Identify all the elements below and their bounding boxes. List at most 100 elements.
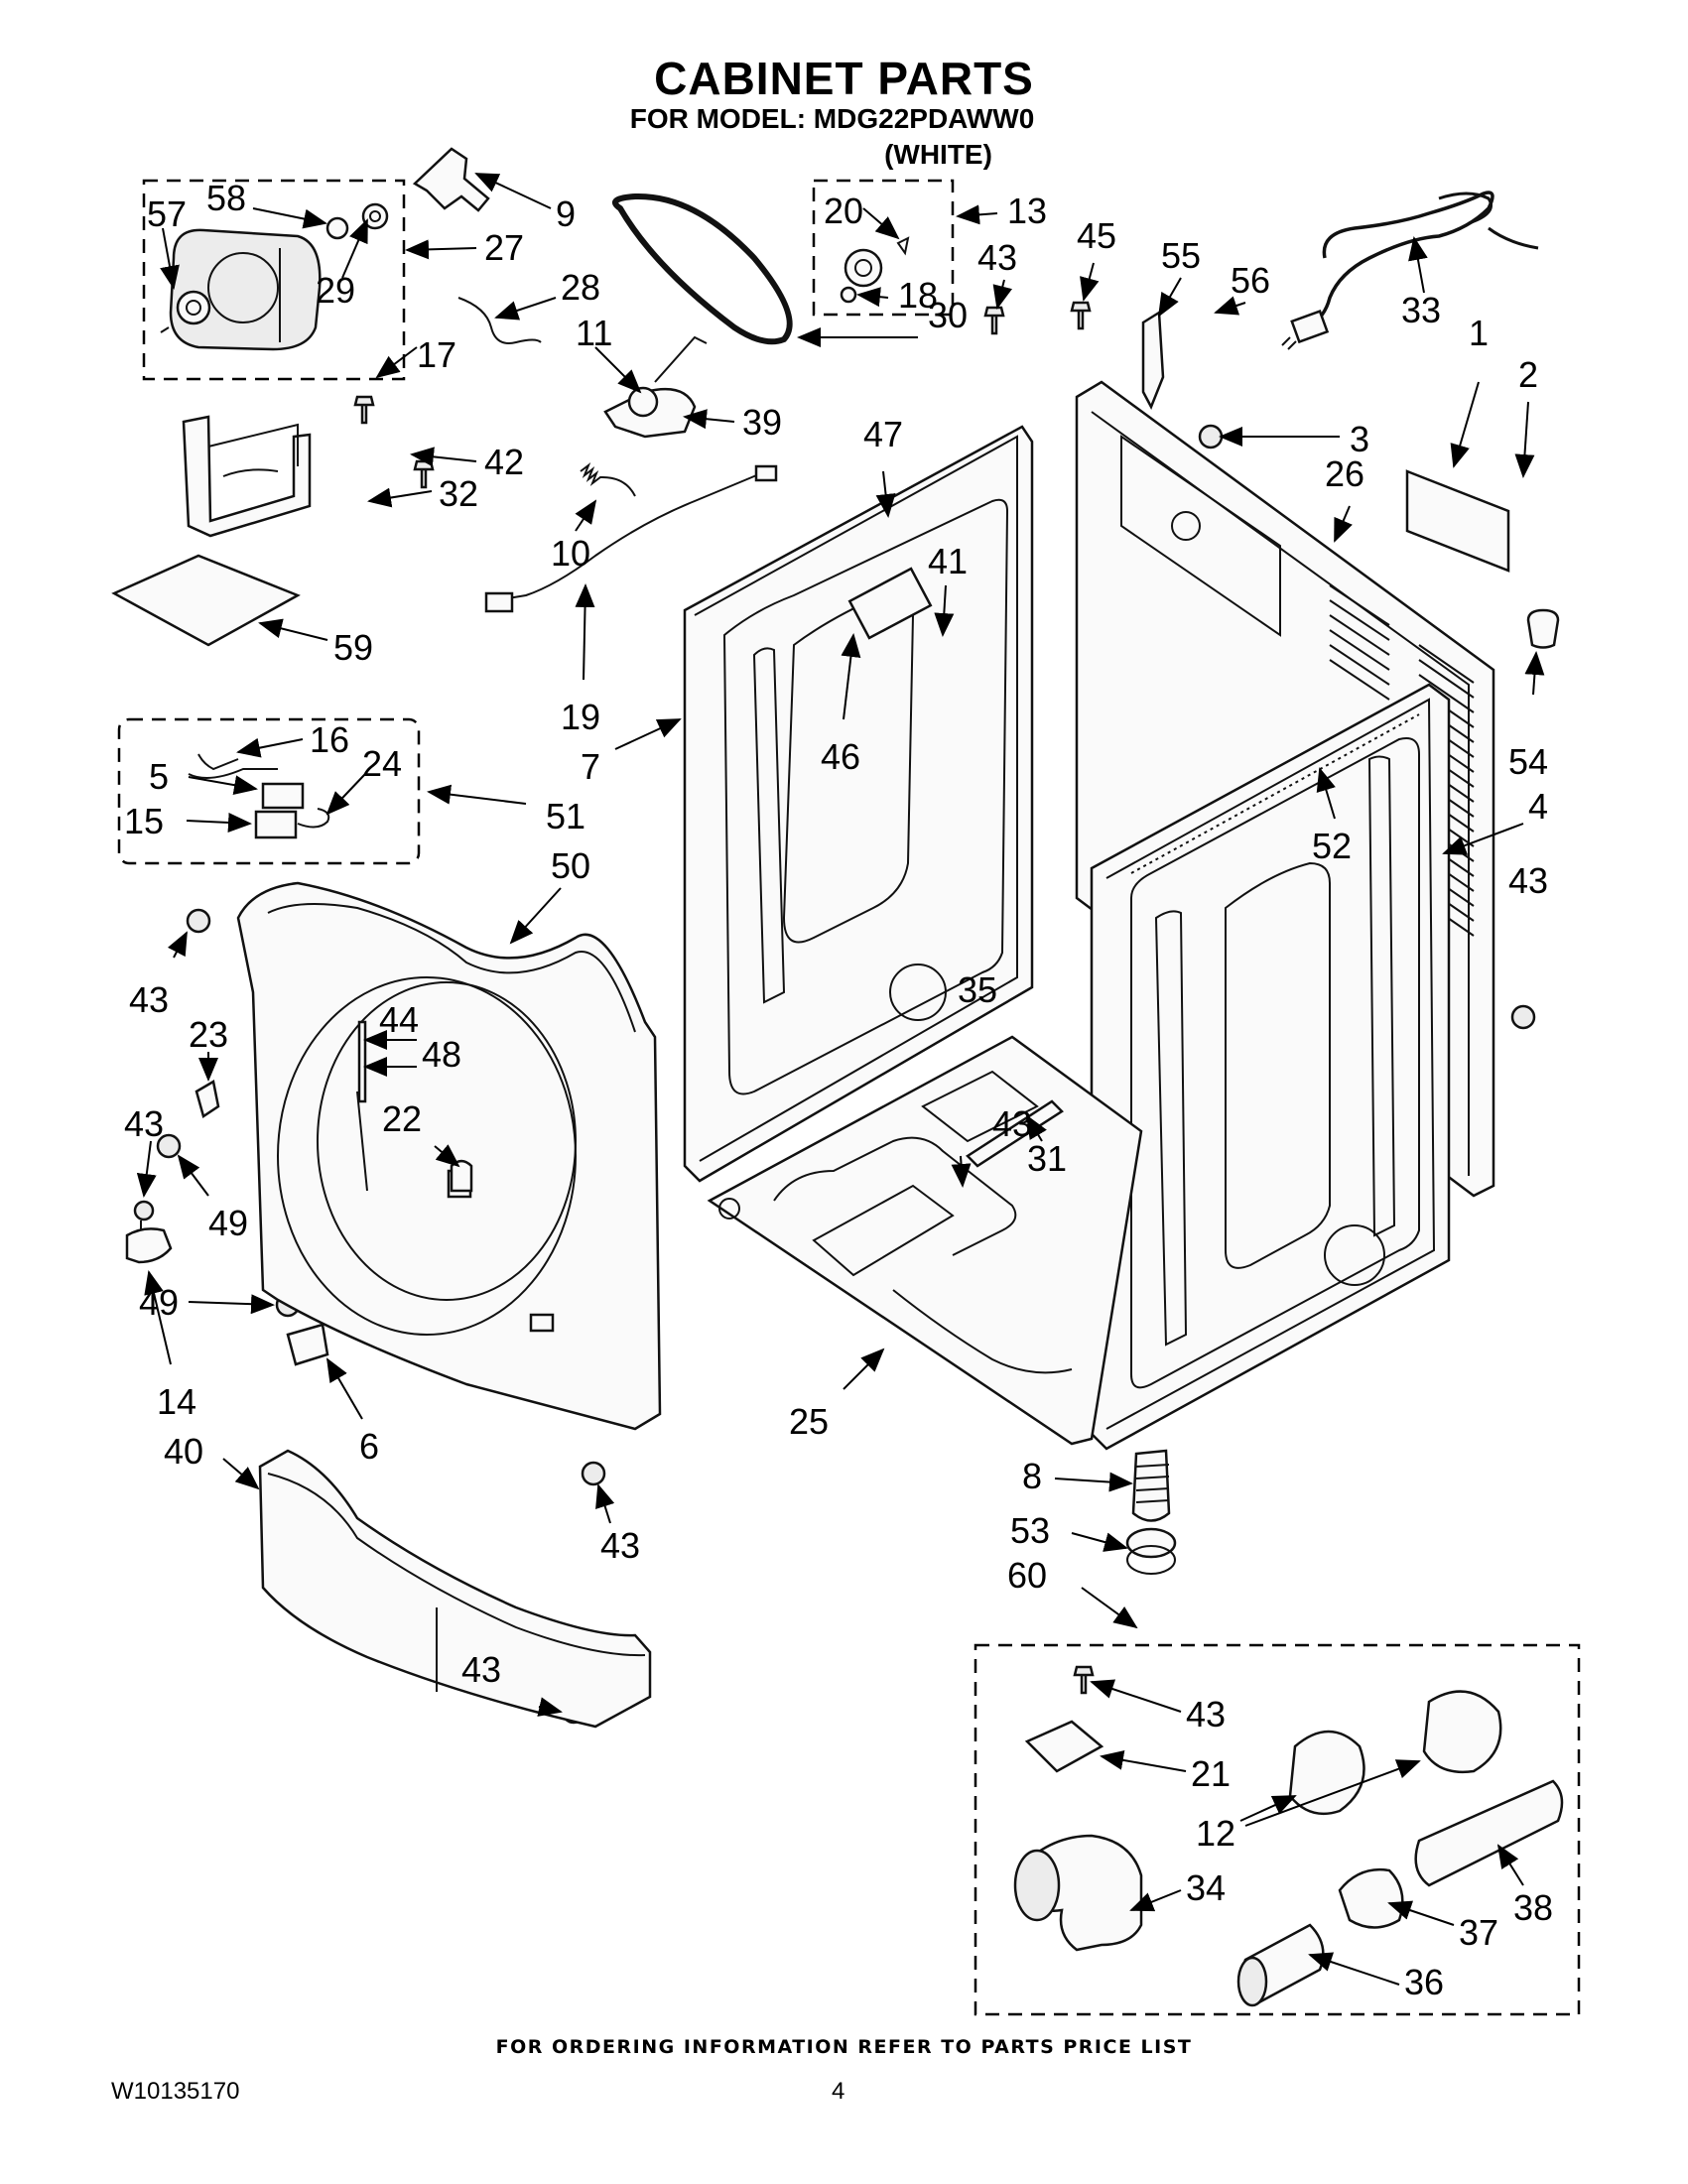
callout-1: 1: [1469, 313, 1489, 353]
callout-28: 28: [561, 267, 600, 308]
callout-43h: 43: [992, 1103, 1032, 1144]
callout-57: 57: [147, 193, 187, 234]
callout-17: 17: [417, 334, 456, 375]
callout-58: 58: [206, 178, 246, 218]
callout-60: 60: [1007, 1555, 1047, 1596]
right-side-panel: [1090, 683, 1451, 1451]
callout-49a: 49: [208, 1203, 248, 1243]
leader-lines: [136, 173, 1545, 1986]
callout-41: 41: [928, 541, 968, 581]
callout-21: 21: [1191, 1753, 1231, 1794]
callout-29: 29: [316, 270, 355, 311]
callout-43c: 43: [124, 1103, 164, 1144]
callout-47: 47: [863, 414, 903, 454]
color-subtitle: (WHITE): [884, 139, 992, 170]
callout-49b: 49: [139, 1282, 179, 1323]
motor-mount: [182, 415, 312, 538]
callout-12: 12: [1196, 1813, 1235, 1854]
connector-2: [754, 464, 778, 482]
callout-6: 6: [359, 1426, 379, 1467]
vent-kit: [1013, 1690, 1564, 2007]
callout-18: 18: [898, 275, 938, 316]
callout-42: 42: [484, 442, 524, 482]
idler-pulley-assembly: [603, 335, 708, 439]
callout-4: 4: [1528, 786, 1548, 827]
callout-11: 11: [576, 313, 612, 353]
callout-43a: 43: [977, 237, 1017, 278]
access-cover: [1405, 469, 1510, 573]
idler-spring: [580, 462, 636, 497]
callout-15: 15: [124, 801, 164, 841]
callout-46: 46: [821, 736, 860, 777]
callout-3: 3: [1350, 419, 1369, 459]
callout-14: 14: [157, 1381, 196, 1422]
switch-kit-box: [117, 717, 421, 865]
callout-31: 31: [1027, 1138, 1067, 1179]
callout-27: 27: [484, 227, 524, 268]
door-hinge: [195, 1080, 220, 1118]
callout-19: 19: [561, 697, 600, 737]
callout-39: 39: [742, 402, 782, 443]
callout-22: 22: [382, 1098, 422, 1139]
lint-seal: [357, 1020, 367, 1103]
vent-hood-1: [1288, 1730, 1365, 1816]
callout-44: 44: [379, 999, 419, 1040]
callout-33: 33: [1401, 290, 1441, 330]
model-subtitle: FOR MODEL: MDG22PDAWW0: [629, 103, 1035, 134]
callout-37: 37: [1459, 1912, 1498, 1953]
callout-35: 35: [958, 969, 997, 1010]
callout-24: 24: [362, 743, 402, 784]
callout-26: 26: [1325, 453, 1364, 494]
callout-2: 2: [1518, 354, 1538, 395]
callout-45: 45: [1077, 215, 1116, 256]
vent-kit-box: [974, 1643, 1581, 2016]
door-strike: [286, 1323, 329, 1366]
page-number: 4: [832, 2078, 845, 2105]
callout-55: 55: [1161, 235, 1201, 276]
callout-54: 54: [1508, 741, 1548, 782]
bearing-kit-box: [812, 179, 955, 317]
vent-pipe: [1414, 1779, 1564, 1887]
callout-56: 56: [1231, 260, 1270, 301]
callout-52: 52: [1312, 826, 1352, 866]
hose-clamp: [125, 1227, 173, 1264]
callout-43e: 43: [1508, 860, 1548, 901]
callout-43d: 43: [600, 1525, 640, 1566]
callout-43f: 43: [1186, 1694, 1226, 1734]
bearing-inner: [854, 259, 872, 277]
vent-hood-2: [1422, 1690, 1502, 1774]
callout-7: 7: [581, 746, 600, 787]
wire-harness: [457, 297, 542, 344]
callout-59: 59: [333, 627, 373, 668]
callout-16: 16: [310, 719, 349, 760]
vent-coupling: [1338, 1867, 1404, 1929]
callout-38: 38: [1513, 1887, 1553, 1928]
bearing: [844, 248, 883, 288]
callout-13: 13: [1007, 191, 1047, 231]
top-bracket: [1141, 310, 1165, 410]
callout-labels: 57 58 29 27 9 28 17 42 32 59 11 39 10 19…: [124, 178, 1553, 2002]
document-number: W10135170: [111, 2078, 240, 2105]
callout-53: 53: [1010, 1510, 1050, 1551]
drive-motor: [160, 202, 389, 351]
leveling-leg: [1125, 1449, 1177, 1575]
callout-9: 9: [556, 193, 576, 234]
callout-50: 50: [551, 845, 590, 886]
callout-48: 48: [422, 1034, 461, 1075]
power-cord: [1281, 191, 1539, 350]
callout-51: 51: [546, 796, 585, 836]
callout-34: 34: [1186, 1867, 1226, 1908]
callout-20: 20: [824, 191, 863, 231]
page-title: CABINET PARTS: [654, 53, 1034, 104]
elbow-opening: [1013, 1849, 1061, 1922]
foot-pad: [1526, 608, 1560, 649]
door-latch: [450, 1159, 473, 1193]
washer: [840, 286, 857, 304]
callout-5: 5: [149, 756, 169, 797]
callout-32: 32: [439, 473, 478, 514]
callout-40: 40: [164, 1431, 203, 1472]
bearing-tab: [896, 236, 910, 256]
callout-43b: 43: [129, 979, 169, 1020]
callout-30: 30: [928, 295, 968, 335]
